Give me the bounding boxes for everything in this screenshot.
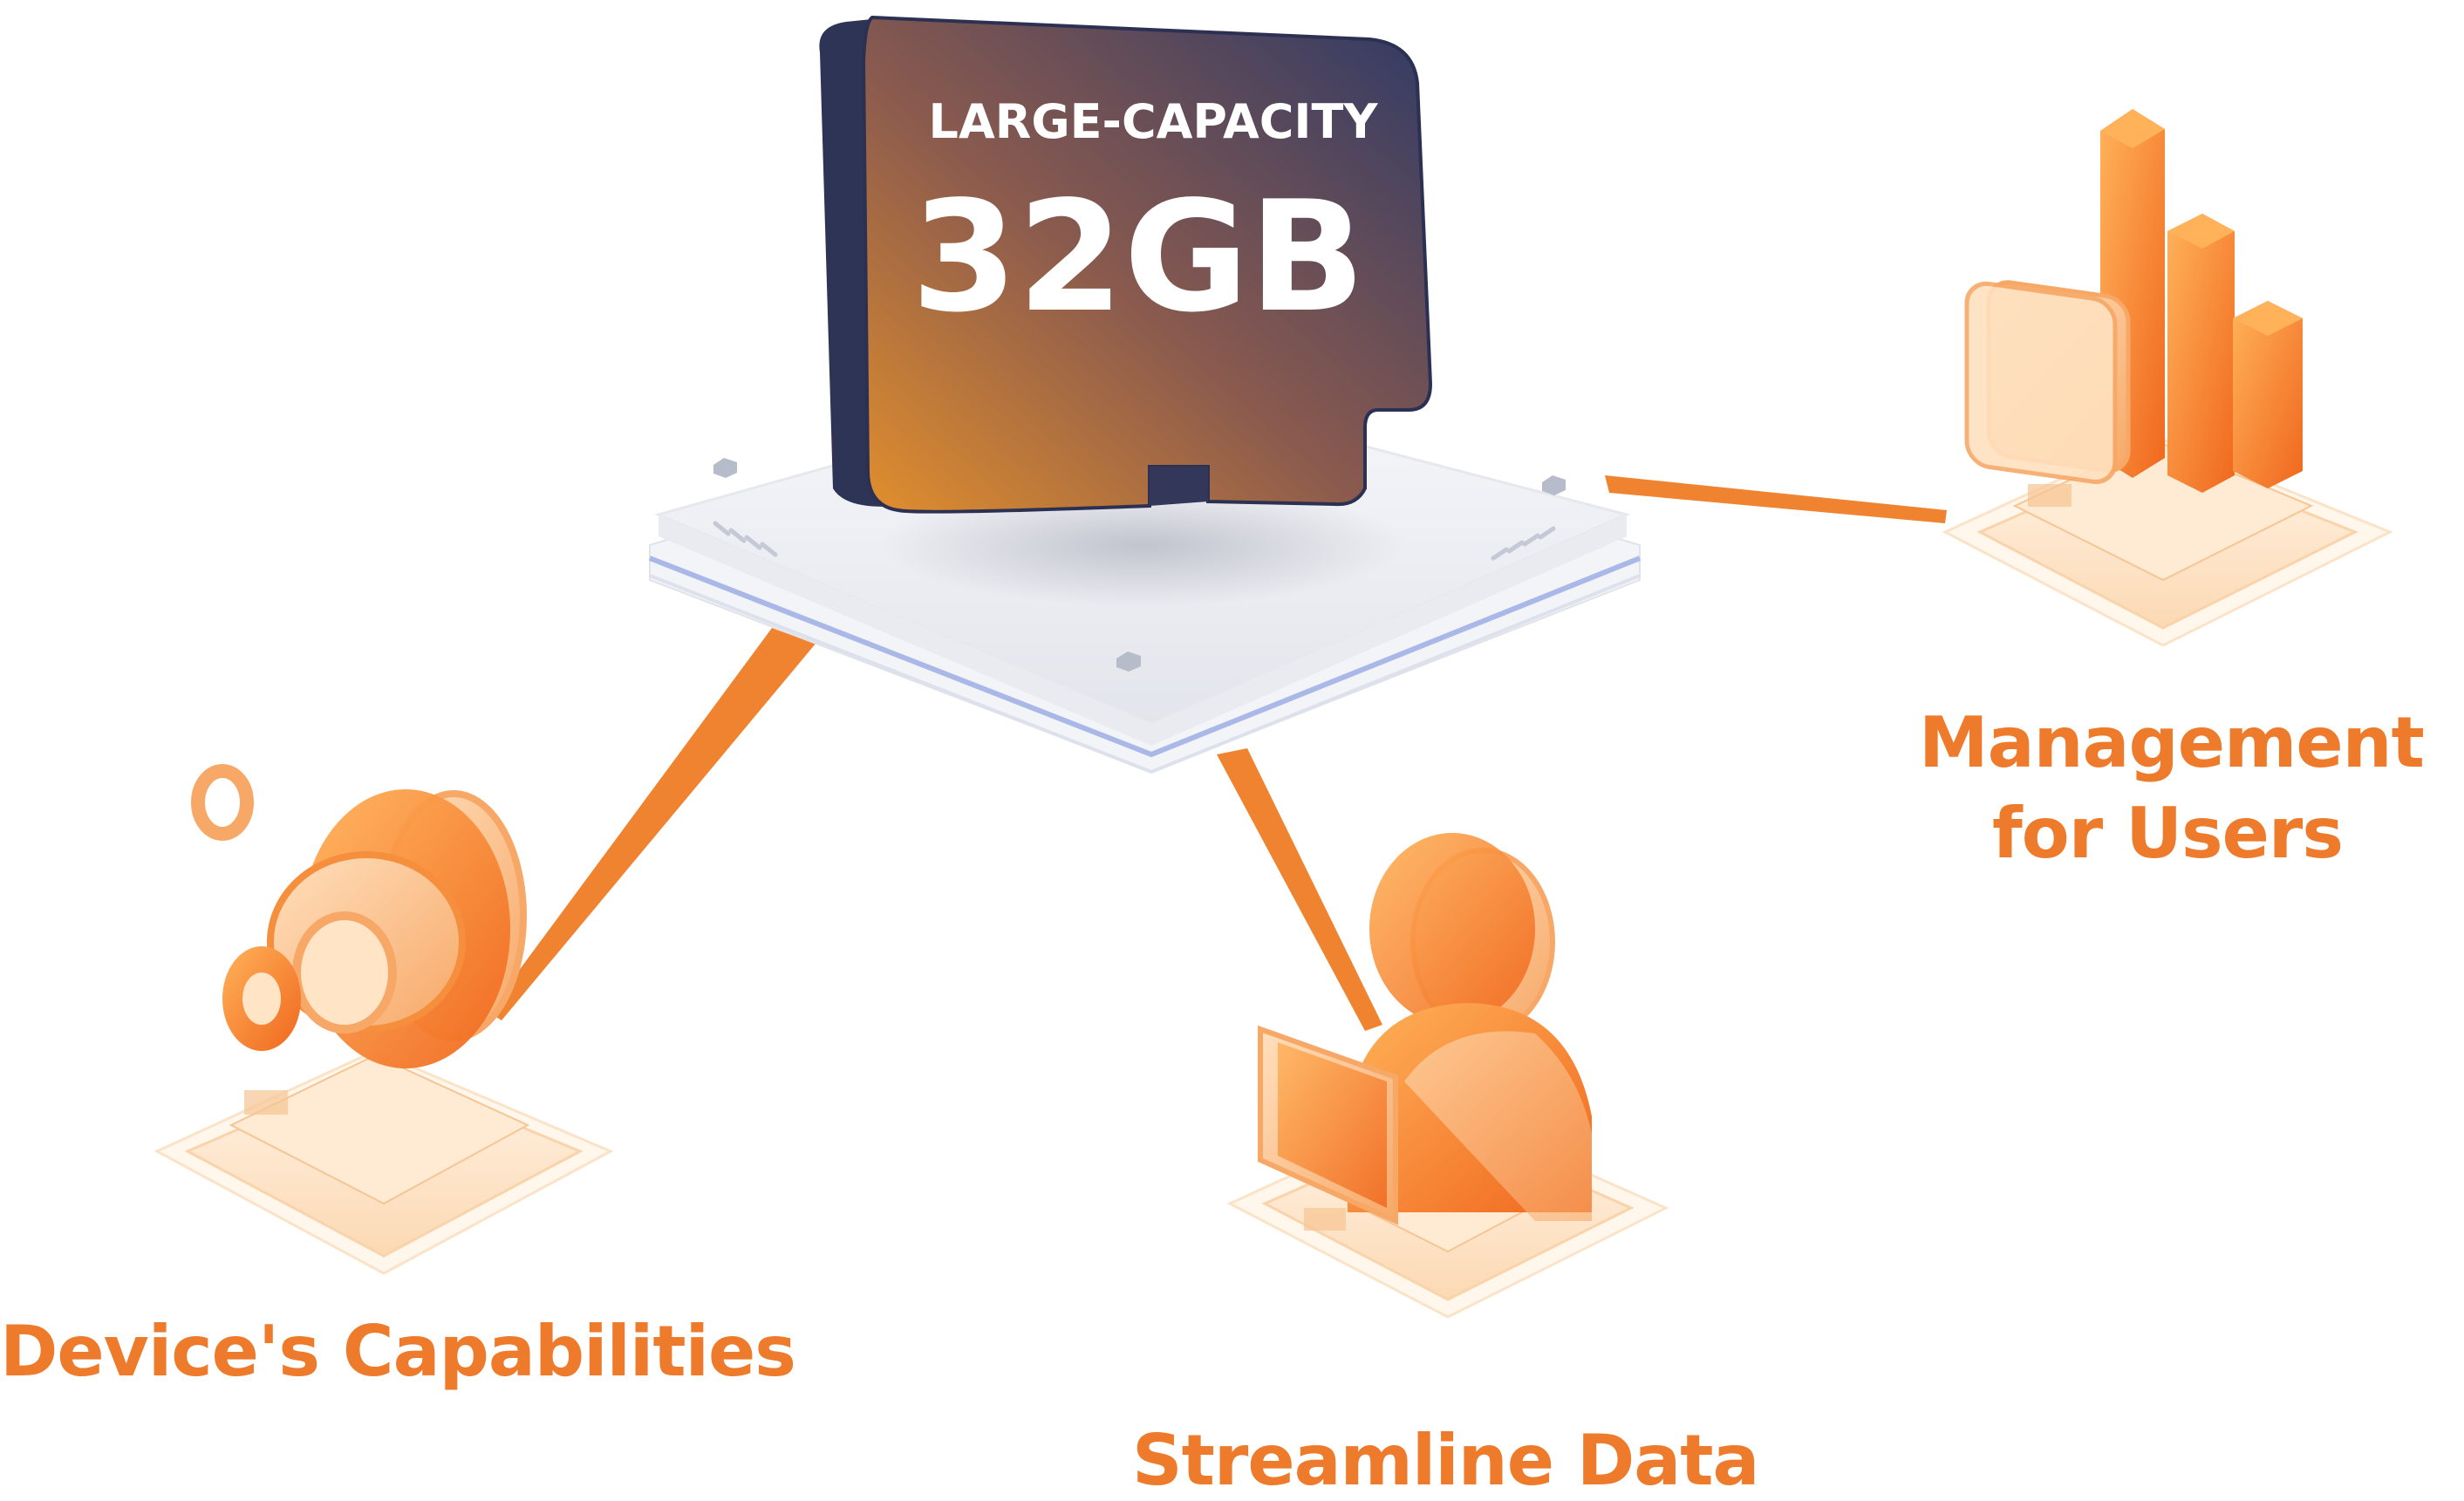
sd-card: LARGE-CAPACITY 32GB (819, 15, 1433, 514)
person-monitor-icon (1258, 833, 1592, 1225)
card-capacity-label: LARGE-CAPACITY (929, 94, 1379, 149)
card-shadow (881, 484, 1404, 606)
screw-icon (1116, 652, 1141, 672)
devices-node (154, 764, 614, 1275)
card-capacity-value: 32GB (911, 169, 1366, 346)
bar-chart-cards-icon (1964, 109, 2303, 493)
node-label-management-line1: Management (1919, 702, 2425, 783)
vent-right (1491, 526, 1556, 561)
screw-icon (713, 458, 737, 478)
connector-lines (488, 475, 1947, 1031)
screw-icon (1542, 475, 1566, 495)
node-label-devices: Device's Capabilities (0, 1311, 796, 1392)
management-node (1942, 109, 2393, 647)
streamline-node (1226, 833, 1669, 1319)
vent-left (713, 521, 778, 557)
node-label-streamline: Streamline Data (1132, 1420, 1759, 1501)
devices-base (154, 1049, 614, 1275)
connector-to-streamline (1217, 748, 1382, 1031)
speaker-waves-icon (191, 764, 527, 1068)
connector-to-devices (488, 628, 816, 1020)
node-label-management: Management for Users (1919, 698, 2425, 879)
connector-to-management (1605, 475, 1947, 523)
node-label-management-line2: for Users (1992, 793, 2344, 874)
